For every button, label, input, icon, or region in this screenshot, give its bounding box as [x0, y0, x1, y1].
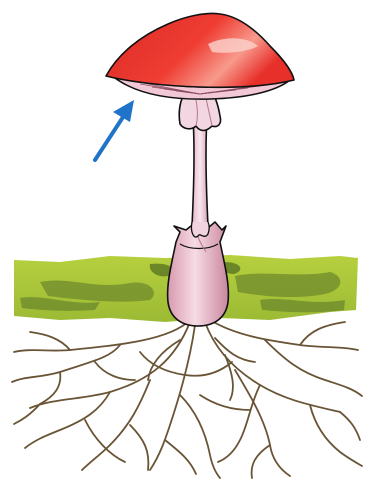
- mycelium: [12, 320, 362, 478]
- volva: [168, 222, 229, 326]
- cap: [106, 13, 294, 87]
- gills-pointer-arrow: [95, 100, 134, 160]
- stalk: [191, 118, 209, 237]
